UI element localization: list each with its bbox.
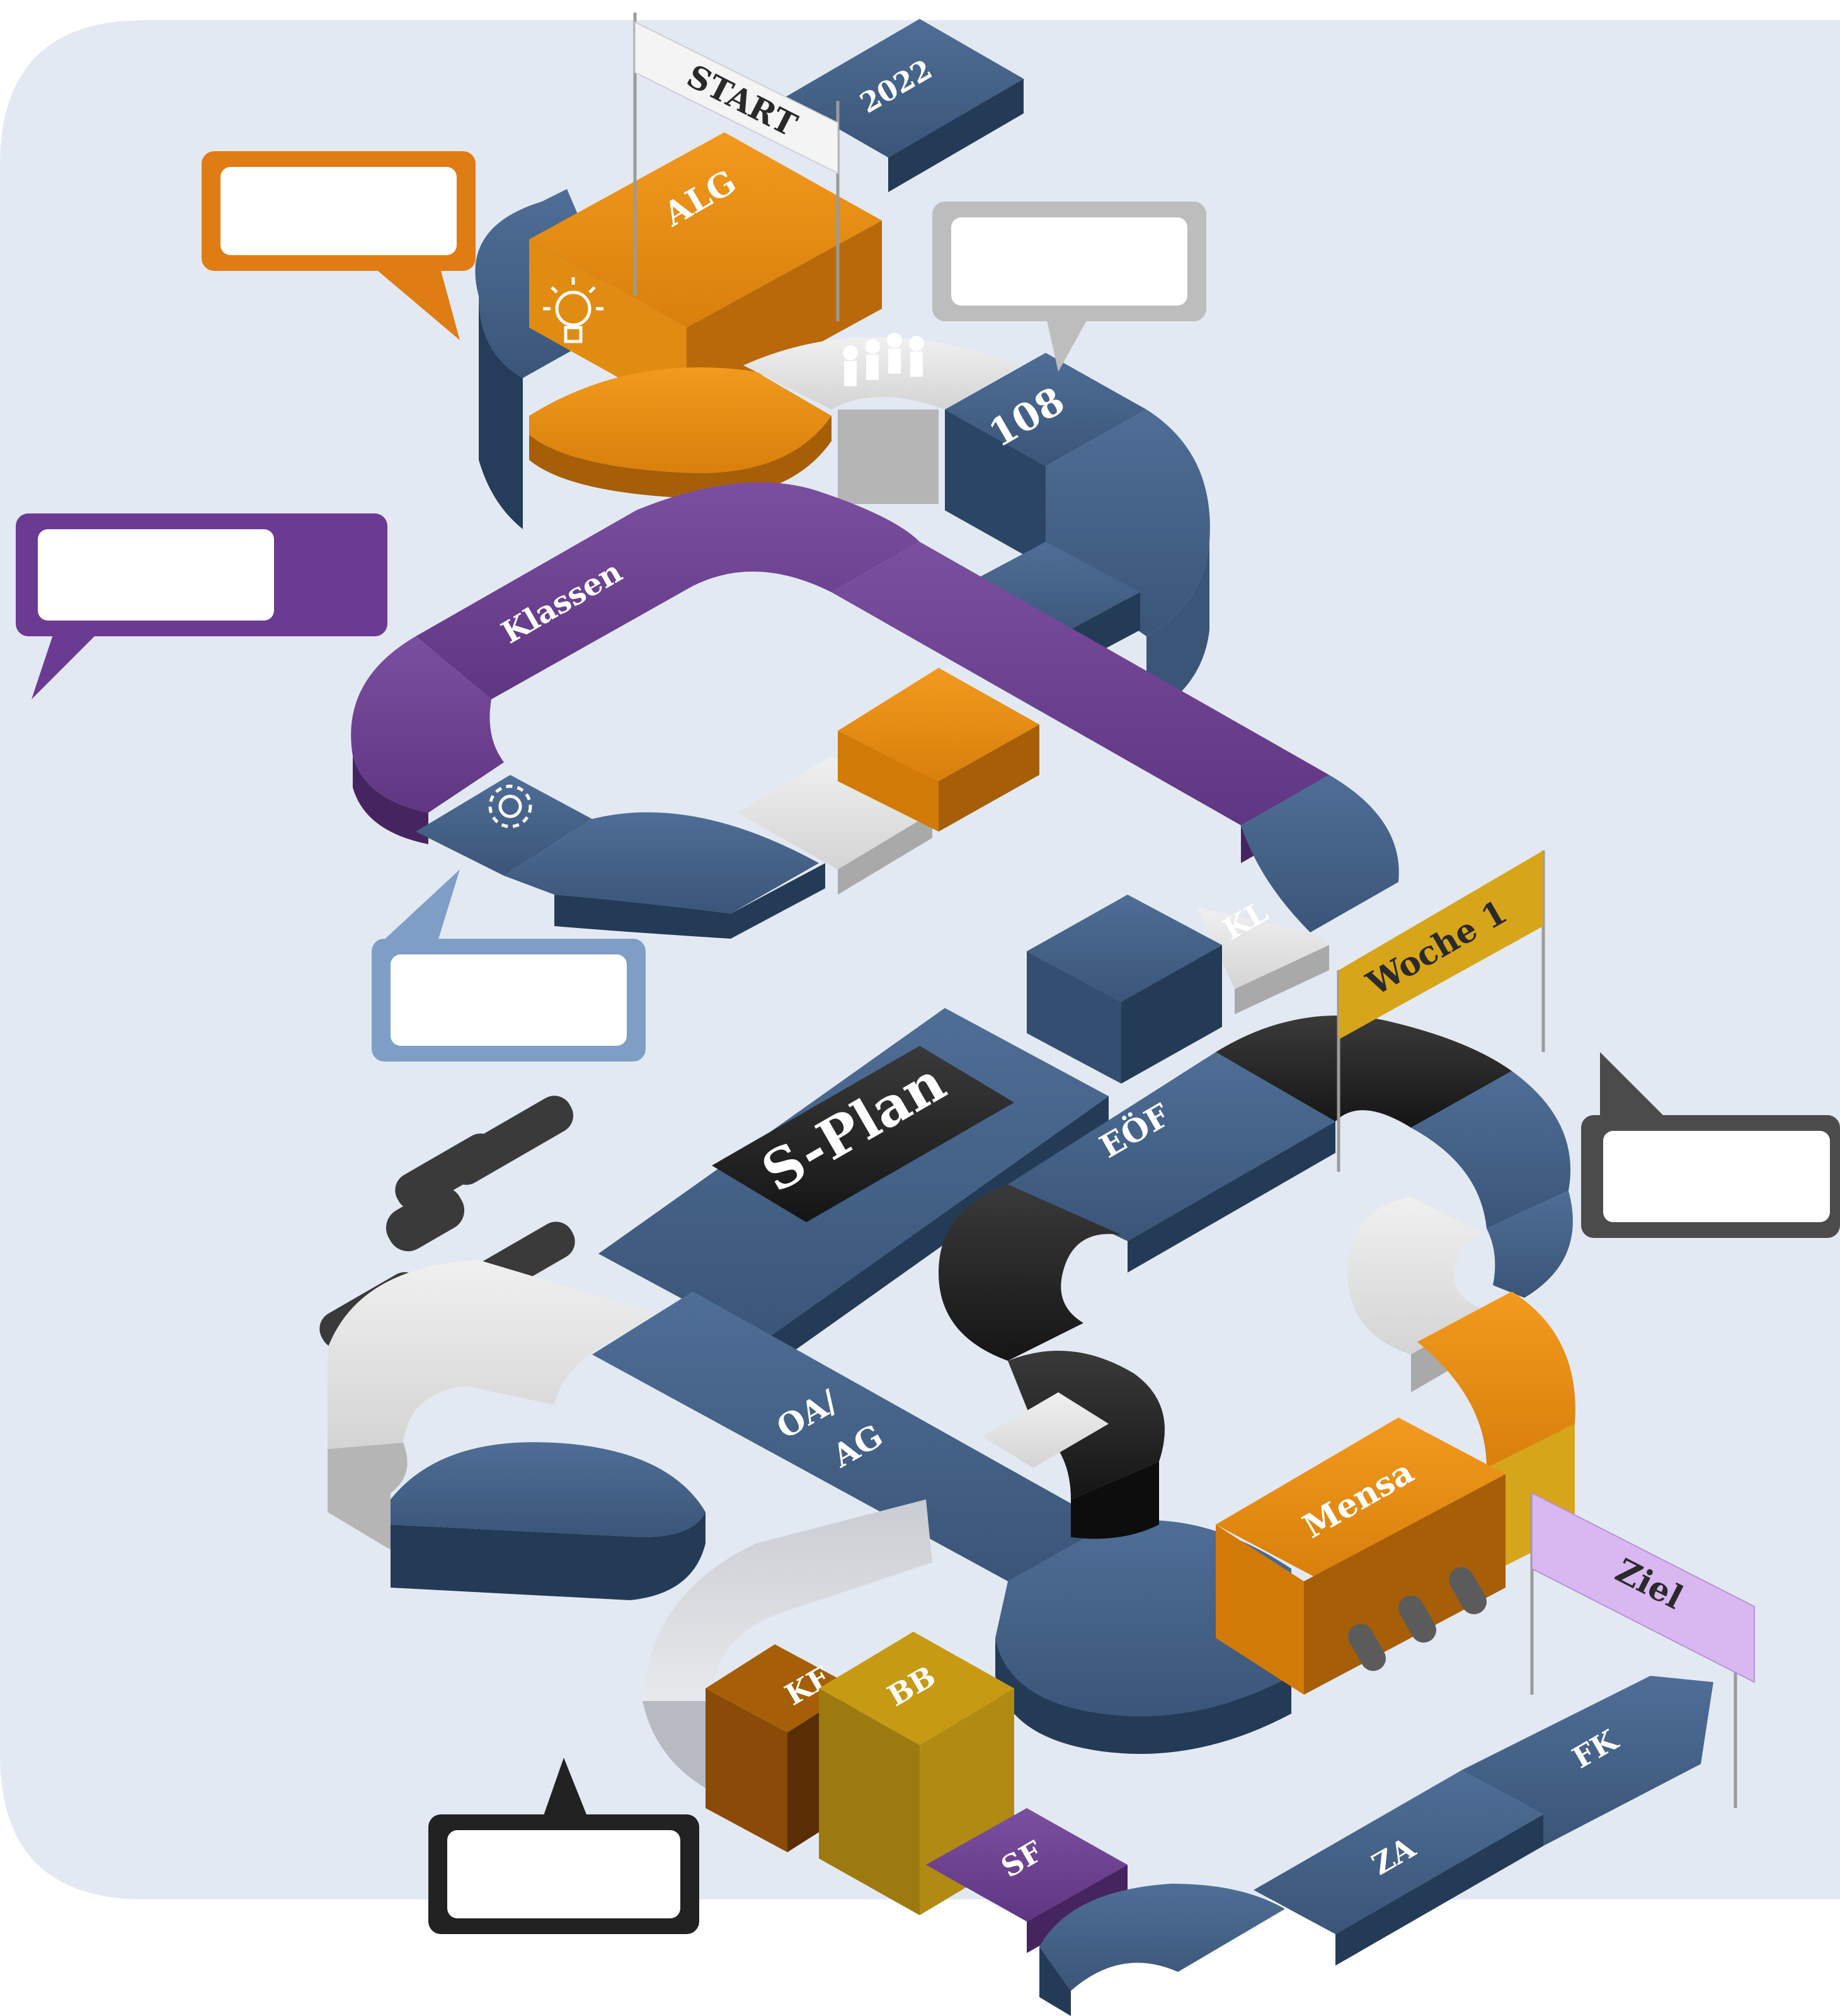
callout-purple xyxy=(16,513,387,699)
gear-icon xyxy=(488,784,532,828)
navy-block-2 xyxy=(1027,895,1222,1084)
callout-dark xyxy=(1581,1052,1840,1238)
black-loop xyxy=(939,1184,1165,1539)
right-descent xyxy=(1197,775,1399,1014)
ziel-flag: Ziel xyxy=(1530,1492,1755,1808)
callout-gray xyxy=(932,202,1206,372)
right-loop xyxy=(1347,1191,1575,1575)
orange-block-1 xyxy=(838,668,1039,832)
people-icon xyxy=(843,333,924,386)
splan-road xyxy=(598,1008,1109,1373)
callout-blue xyxy=(372,869,646,1062)
callout-orange xyxy=(202,151,476,340)
people-tile xyxy=(743,337,1020,504)
tile-2022: 2022 xyxy=(784,19,1024,192)
lightbulb-icon xyxy=(543,277,603,343)
gray-loop xyxy=(328,1260,706,1600)
bottom-path xyxy=(1039,1676,1713,2016)
callout-black xyxy=(428,1758,699,1934)
top-loop xyxy=(475,132,882,529)
mensa-tile xyxy=(1216,1418,1506,1695)
background-panel xyxy=(0,20,1840,1899)
eof-road xyxy=(1008,1015,1571,1273)
gray-block-1 xyxy=(737,756,932,895)
